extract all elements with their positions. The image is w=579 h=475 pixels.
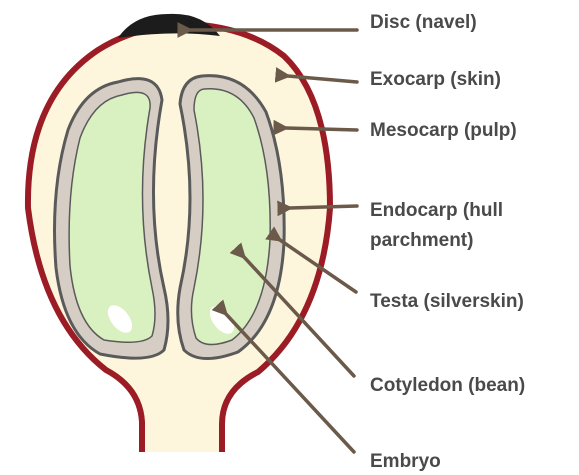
label-embryo: Embryo: [370, 451, 441, 472]
label-mesocarp: Mesocarp (pulp): [370, 120, 517, 141]
label-endocarp-line2: parchment): [370, 230, 473, 251]
label-testa: Testa (silverskin): [370, 291, 524, 312]
label-exocarp: Exocarp (skin): [370, 69, 501, 90]
label-cotyledon: Cotyledon (bean): [370, 375, 525, 396]
label-disc: Disc (navel): [370, 12, 477, 33]
arrow-endocarp: [290, 206, 357, 208]
arrow-mesocarp: [286, 128, 357, 130]
label-endocarp-line1: Endocarp (hull: [370, 200, 503, 221]
